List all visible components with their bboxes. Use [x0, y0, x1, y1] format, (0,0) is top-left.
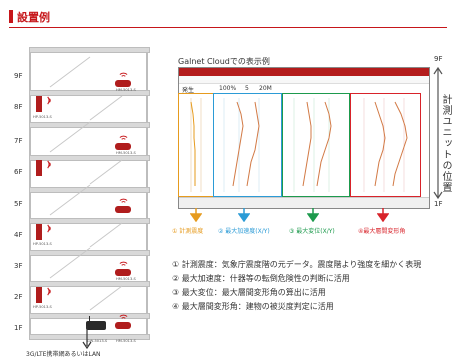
- floor-label-6f: 6F: [14, 168, 23, 176]
- screen-header-bar: [179, 68, 429, 76]
- gateway-label: GW-5013-S: [87, 339, 108, 343]
- status-percent: 100%: [219, 85, 237, 92]
- sensor-device-5f: [115, 206, 131, 213]
- down-arrow-icon: [82, 326, 92, 350]
- sensor-label-2f: HP-5013-S: [33, 305, 52, 309]
- down-arrow-icon: [238, 208, 250, 222]
- floor-slab: [29, 281, 150, 287]
- highlight-acceleration: [213, 93, 282, 197]
- sensor-device-9f: [115, 80, 131, 87]
- panel-title: Galnet Cloudでの表示例: [178, 57, 270, 66]
- wifi-icon: [119, 198, 128, 203]
- notes-list: ① 計測震度：気象庁震度階の元データ。震度階より強度を細かく表現 ② 最大加速度…: [172, 258, 421, 314]
- screen-footer: [179, 197, 429, 208]
- sensor-device-1f: [115, 322, 131, 329]
- floor-label-2f: 2F: [14, 293, 23, 301]
- wifi-icon: [119, 314, 128, 319]
- floor-slab: [29, 155, 150, 161]
- status-count: 5: [245, 85, 249, 92]
- sensor-label-1f: HM-5013-S: [116, 339, 136, 343]
- down-arrow-icon: [377, 208, 389, 222]
- roof-slab: [29, 47, 150, 53]
- sensor-label-8f: HP-5013-S: [33, 115, 52, 119]
- note-item: ① 計測震度：気象庁震度階の元データ。震度階より強度を細かく表現: [172, 260, 422, 269]
- side-label-bottom: 1F: [434, 200, 443, 208]
- floor-label-8f: 8F: [14, 103, 23, 111]
- note-item: ③ 最大変位：最大層間変形角の算出に活用: [172, 288, 326, 297]
- sensor-device-7f: [115, 143, 131, 150]
- side-label-vertical: 計測ユニットの位置: [440, 94, 451, 193]
- arrow-label-acceleration: ② 最大加速度(X/Y): [218, 228, 270, 235]
- floor-label-5f: 5F: [14, 200, 23, 208]
- floor-label-9f: 9F: [14, 72, 23, 80]
- sensor-label-9f: HM-5013-S: [116, 88, 136, 92]
- status-height: 20M: [259, 85, 272, 92]
- title-accent-bar: [9, 10, 13, 23]
- sensor-device-6f: [36, 160, 42, 176]
- wifi-icon: [47, 287, 51, 296]
- highlight-displacement: [282, 93, 350, 197]
- wifi-icon: [119, 72, 128, 77]
- side-label-top: 9F: [434, 55, 443, 63]
- floor-label-3f: 3F: [14, 262, 23, 270]
- cloud-screen-mockup: 発生 100% 5 20M: [178, 67, 430, 209]
- profile-graphs: [190, 98, 408, 192]
- note-item: ② 最大加速度：什器等の転倒危険性の判断に活用: [172, 274, 350, 283]
- sensor-label-6f: HM-5013-S: [116, 151, 136, 155]
- page-title: 設置例: [17, 11, 50, 24]
- wifi-icon: [119, 135, 128, 140]
- wifi-icon: [47, 160, 51, 169]
- floor-slab: [29, 187, 150, 193]
- down-arrow-icon: [307, 208, 319, 222]
- ground-slab: [29, 334, 150, 340]
- arrow-label-drift-angle: ④最大層間変形角: [358, 228, 406, 235]
- status-text: 発生: [182, 87, 195, 94]
- sensor-device-8f: [36, 96, 42, 112]
- network-label: 3G/LTE携帯網あるいはLAN: [26, 351, 101, 358]
- sensor-label-4f: HP-5013-S: [33, 242, 52, 246]
- screen-status-row: 発生 100% 5 20M: [179, 84, 429, 94]
- highlight-drift-angle: [350, 93, 421, 197]
- floor-label-7f: 7F: [14, 137, 23, 145]
- arrow-label-intensity: ① 計測震度: [172, 228, 204, 235]
- highlight-intensity: [178, 93, 214, 197]
- down-arrow-icon: [190, 208, 202, 222]
- sensor-label-3f: HM-5013-S: [116, 277, 136, 281]
- wifi-icon: [47, 224, 51, 233]
- gateway-antenna: [89, 316, 90, 322]
- sensor-device-4f: [36, 224, 42, 240]
- floor-slab: [29, 218, 150, 224]
- floor-slab: [29, 90, 150, 96]
- double-arrow-icon: [433, 66, 443, 200]
- sensor-device-3f: [115, 269, 131, 276]
- arrow-label-displacement: ③ 最大変位(X/Y): [289, 228, 335, 235]
- screen-subbar: [179, 76, 429, 84]
- sensor-device-2f: [36, 287, 42, 303]
- floor-label-1f: 1F: [14, 324, 23, 332]
- wifi-icon: [119, 261, 128, 266]
- staircase-illustration: [49, 56, 123, 311]
- gateway-device: [86, 321, 106, 330]
- floor-label-4f: 4F: [14, 231, 23, 239]
- floor-slab: [29, 250, 150, 256]
- title-underline: [9, 27, 447, 28]
- wifi-icon: [47, 96, 51, 105]
- note-item: ④ 最大層間変形角：建物の被災度判定に活用: [172, 302, 334, 311]
